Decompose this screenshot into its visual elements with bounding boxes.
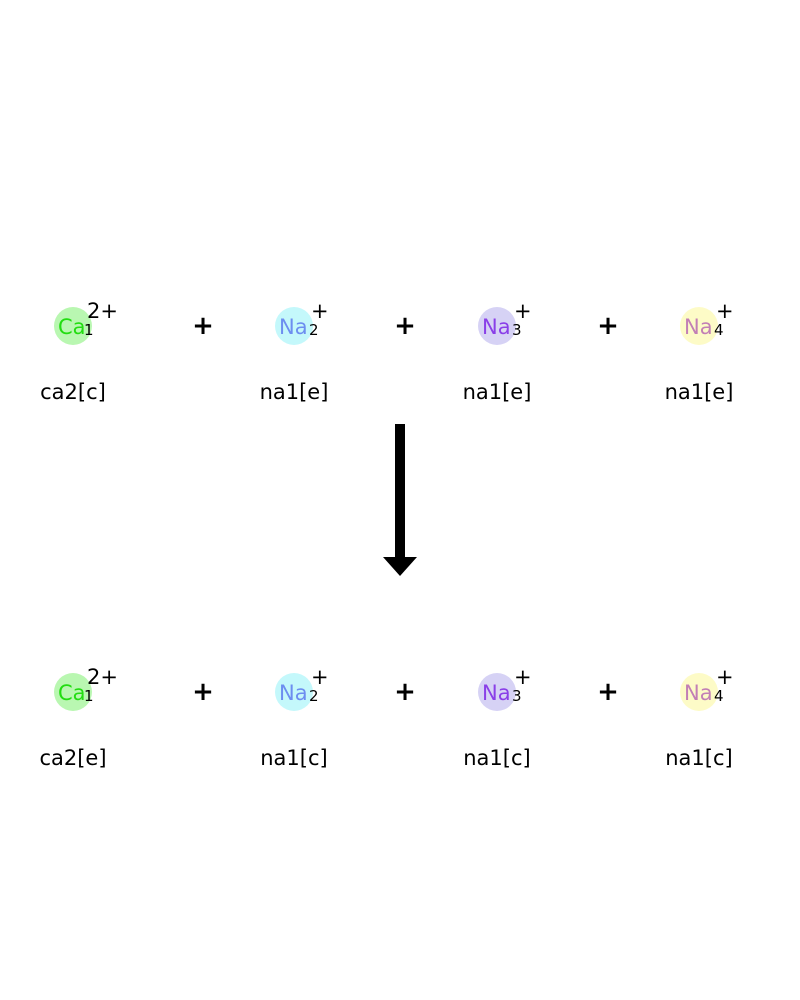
atom-index: 3 (512, 687, 522, 705)
arrow-shaft (395, 424, 405, 558)
atom-index: 3 (512, 321, 522, 339)
element-symbol: Na (482, 315, 511, 339)
ion-charge: + (311, 299, 329, 323)
species-label: na1[e] (259, 380, 329, 404)
atom-circle (54, 307, 92, 345)
species-label: ca2[c] (40, 380, 106, 404)
species-label: na1[e] (664, 380, 734, 404)
element-symbol: Ca (58, 315, 86, 339)
atom-circle (680, 307, 718, 345)
element-symbol: Ca (58, 681, 86, 705)
ion-charge: + (716, 299, 734, 323)
element-symbol: Na (684, 315, 713, 339)
product-species-1: Ca 1 2+ ca2[e] (0, 667, 153, 791)
atom-index: 1 (84, 687, 94, 705)
ion-charge: + (716, 665, 734, 689)
product-species-2: Na 2 + na1[c] (214, 667, 374, 791)
ion-charge: + (514, 299, 532, 323)
atom-circle (275, 673, 313, 711)
reactant-species-3: Na 3 + na1[e] (417, 301, 577, 425)
plus-sign: + (192, 311, 214, 341)
species-label: na1[c] (463, 746, 531, 770)
element-symbol: Na (684, 681, 713, 705)
ion-charge: 2+ (87, 665, 118, 689)
atom-circle (275, 307, 313, 345)
species-label: na1[c] (260, 746, 328, 770)
product-species-3: Na 3 + na1[c] (417, 667, 577, 791)
atom-circle (680, 673, 718, 711)
plus-sign: + (597, 677, 619, 707)
ion-charge: + (514, 665, 532, 689)
element-symbol: Na (482, 681, 511, 705)
plus-sign: + (192, 677, 214, 707)
product-species-4: Na 4 + na1[c] (619, 667, 779, 791)
atom-circle (478, 307, 516, 345)
arrow-head-icon (383, 557, 417, 576)
atom-circle (478, 673, 516, 711)
species-label: na1[c] (665, 746, 733, 770)
reaction-arrow (383, 424, 417, 576)
element-symbol: Na (279, 681, 308, 705)
atom-index: 2 (309, 687, 319, 705)
atom-index: 4 (714, 687, 724, 705)
reactant-species-1: Ca 1 2+ ca2[c] (0, 301, 153, 425)
atom-index: 2 (309, 321, 319, 339)
atom-circle (54, 673, 92, 711)
plus-sign: + (394, 677, 416, 707)
plus-sign: + (597, 311, 619, 341)
plus-sign: + (394, 311, 416, 341)
atom-index: 4 (714, 321, 724, 339)
element-symbol: Na (279, 315, 308, 339)
reactant-species-4: Na 4 + na1[e] (619, 301, 779, 425)
ion-charge: 2+ (87, 299, 118, 323)
species-label: na1[e] (462, 380, 532, 404)
atom-index: 1 (84, 321, 94, 339)
ion-charge: + (311, 665, 329, 689)
reactant-species-2: Na 2 + na1[e] (214, 301, 374, 425)
species-label: ca2[e] (39, 746, 107, 770)
